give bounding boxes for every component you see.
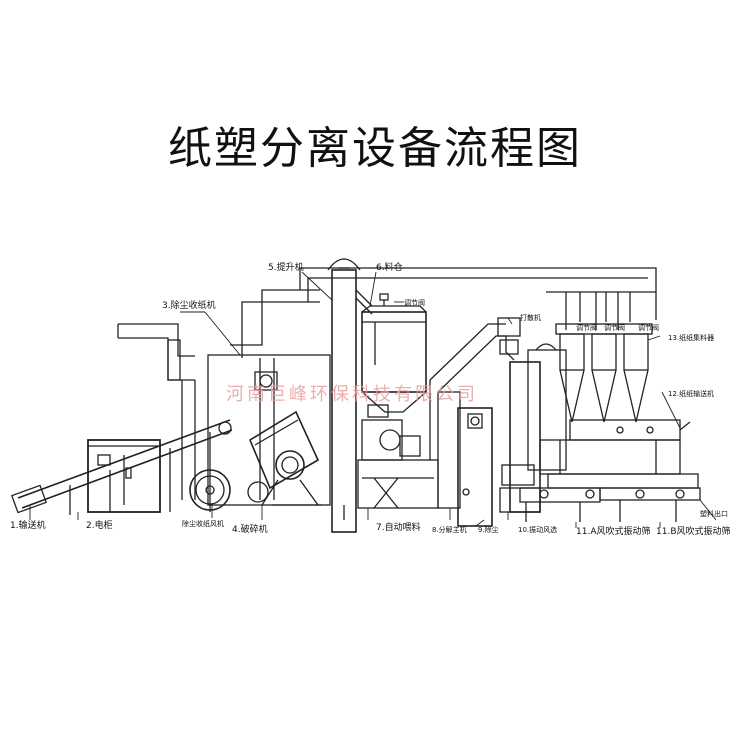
- dust-duct: [117, 323, 196, 500]
- label-screen-b: 11.B风吹式振动筛: [656, 525, 731, 537]
- label-auto-feed: 7.自动喂料: [376, 521, 421, 533]
- paper-collector-cyclones: [555, 323, 653, 423]
- label-separator-main: 8.分解主机: [432, 525, 467, 534]
- label-cabinet: 2.电柜: [86, 519, 113, 531]
- label-valve-2: 调节阀: [604, 323, 625, 332]
- label-vib-air: 10.振动风选: [518, 525, 557, 534]
- dust-fan: [189, 469, 231, 511]
- belt-conveyor: [10, 419, 233, 515]
- label-silo: 6.料仓: [376, 261, 403, 273]
- watermark: 河南巨峰环保科技有限公司: [226, 384, 478, 405]
- electric-cabinet: [87, 439, 161, 513]
- label-dust-removal: 9.除尘: [478, 525, 499, 534]
- label-dust-collector: 3.除尘收纸机: [162, 299, 216, 311]
- crusher: [247, 410, 322, 506]
- label-paper-conveyor: 12.纸纸输送机: [668, 389, 714, 398]
- leader-lines: [29, 271, 717, 528]
- diagram-title: 纸塑分离设备流程图: [168, 123, 582, 174]
- label-dust-fan: 除尘收纸风机: [182, 519, 224, 528]
- label-valve-3: 调节阀: [638, 323, 659, 332]
- silo: [357, 293, 439, 509]
- dust-collector: [207, 289, 331, 506]
- label-valve-1: 调节阀: [576, 323, 597, 332]
- label-paper-collector: 13.纸纸集料器: [668, 333, 714, 342]
- separator-main: [429, 380, 461, 509]
- vibrating-screens: [519, 473, 701, 522]
- label-screen-a: 11.A风吹式振动筛: [576, 525, 650, 537]
- cyclone-pipes: [299, 267, 657, 330]
- label-plastic-outlet: 塑料出口: [700, 509, 728, 518]
- dust-removal-unit: [457, 407, 493, 527]
- label-conveyor: 1.输送机: [10, 519, 46, 531]
- label-scatter: 打散机: [520, 313, 541, 322]
- label-valve-top: 调节阀: [404, 298, 425, 307]
- paper-conveyor: [539, 419, 691, 475]
- vibrating-air-separator: [499, 343, 567, 513]
- label-elevator: 5.提升机: [268, 261, 304, 273]
- scatter-duct: [429, 317, 521, 393]
- label-crusher: 4.破碎机: [232, 523, 268, 535]
